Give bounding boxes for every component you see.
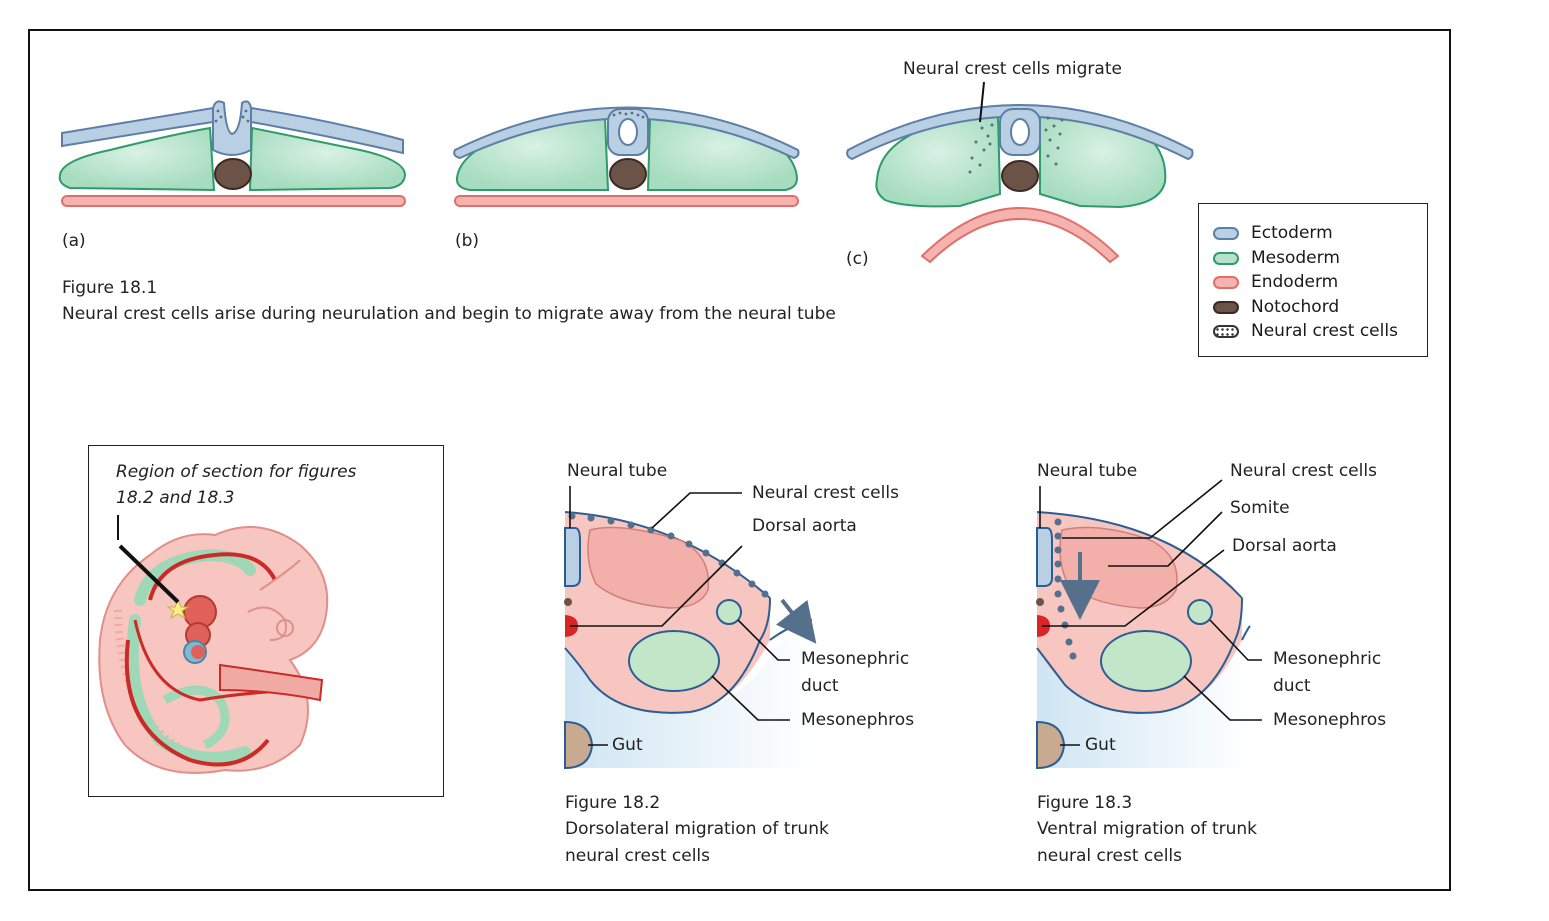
fig2-neural-crest-label: Neural crest cells xyxy=(752,483,899,503)
neural-tube-3 xyxy=(1036,527,1053,587)
mesoderm-swatch xyxy=(1213,251,1239,265)
legend-label: Notochord xyxy=(1251,297,1340,317)
aorta-vessel xyxy=(124,552,277,767)
fig3-mesonephric-label-2: duct xyxy=(1273,676,1311,696)
panel-b xyxy=(453,106,800,207)
ectoderm-swatch xyxy=(1213,226,1239,240)
figure-3-caption-2: neural crest cells xyxy=(1037,846,1182,866)
legend-label: Mesoderm xyxy=(1251,248,1340,268)
figure-1-title: Figure 18.1 xyxy=(62,278,158,298)
ectoderm-c xyxy=(846,104,1194,161)
fig2-mesonephric-label-1: Mesonephric xyxy=(801,649,910,669)
embryo-label-line1: Region of section for figures xyxy=(116,462,357,482)
migrate-label: Neural crest cells migrate xyxy=(903,59,1122,79)
mesonephric-duct-2 xyxy=(716,599,742,625)
section-pointer xyxy=(118,544,180,604)
notochord-c xyxy=(1001,160,1039,192)
legend: Ectoderm Mesoderm Endoderm Notochord Neu… xyxy=(1198,203,1428,357)
mesoderm-left-c xyxy=(875,114,1002,208)
migrating-neural-crest-cells xyxy=(968,116,1064,174)
legend-label: Endoderm xyxy=(1251,272,1339,292)
fluid-region-3 xyxy=(1037,626,1250,768)
figure-2-caption-1: Dorsolateral migration of trunk xyxy=(565,819,829,839)
fig3-somite-label: Somite xyxy=(1230,498,1290,518)
figure-frame xyxy=(28,29,1451,891)
fluid-region-2 xyxy=(565,620,812,768)
ectoderm-right-a xyxy=(250,106,404,155)
panel-label-b: (b) xyxy=(455,231,480,251)
figure-18-3-art xyxy=(1036,479,1262,770)
panel-label-a: (a) xyxy=(62,231,86,251)
mesonephric-duct-3 xyxy=(1187,599,1213,625)
legend-label: Ectoderm xyxy=(1251,223,1333,243)
figure-2-title: Figure 18.2 xyxy=(565,793,661,813)
fig2-neural-tube-label: Neural tube xyxy=(567,461,668,481)
endoderm-swatch xyxy=(1213,275,1239,289)
figure-2-caption-2: neural crest cells xyxy=(565,846,710,866)
mesonephros-2 xyxy=(628,630,720,692)
fig3-gut-label: Gut xyxy=(1085,735,1116,755)
neural-tube-2 xyxy=(564,527,581,587)
legend-item-mesoderm: Mesoderm xyxy=(1213,247,1340,269)
fig3-mesonephros-label: Mesonephros xyxy=(1273,710,1387,730)
mesoderm-left-a xyxy=(58,126,216,192)
legend-item-ectoderm: Ectoderm xyxy=(1213,222,1333,244)
embryo-illustration xyxy=(98,515,329,774)
fig2-gut-label: Gut xyxy=(612,735,643,755)
somite-2 xyxy=(587,526,710,609)
section-star xyxy=(166,598,190,620)
mesoderm-right-a xyxy=(248,126,407,192)
embryo-panel xyxy=(88,445,444,797)
legend-label: Neural crest cells xyxy=(1251,321,1398,341)
fig2-mesonephros-label: Mesonephros xyxy=(801,710,915,730)
figure-3-caption-1: Ventral migration of trunk xyxy=(1037,819,1258,839)
legend-item-notochord: Notochord xyxy=(1213,296,1339,318)
ectoderm-b xyxy=(453,106,800,160)
embryo-label-line2: 18.2 and 18.3 xyxy=(116,488,235,508)
endoderm-a xyxy=(61,195,406,207)
legend-item-endoderm: Endoderm xyxy=(1213,271,1338,293)
legend-item-neural-crest: Neural crest cells xyxy=(1213,320,1398,342)
notochord-swatch xyxy=(1213,300,1239,314)
mesonephros-3 xyxy=(1100,630,1192,692)
fig3-neural-crest-label: Neural crest cells xyxy=(1230,461,1377,481)
notochord-a xyxy=(214,158,252,190)
fig2-dorsal-aorta-label: Dorsal aorta xyxy=(752,516,857,536)
fig2-mesonephric-label-2: duct xyxy=(801,676,839,696)
endoderm-c xyxy=(920,207,1120,264)
figure-1-caption: Neural crest cells arise during neurulat… xyxy=(62,304,836,324)
endoderm-b xyxy=(454,195,799,207)
panel-label-c: (c) xyxy=(846,249,869,269)
figure-3-title: Figure 18.3 xyxy=(1037,793,1133,813)
panel-a xyxy=(58,100,407,207)
figure-18-2-art xyxy=(564,486,817,770)
neural-groove-a xyxy=(212,100,252,156)
notochord-b xyxy=(609,158,647,190)
fig3-dorsal-aorta-label: Dorsal aorta xyxy=(1232,536,1337,556)
fig3-mesonephric-label-1: Mesonephric xyxy=(1273,649,1382,669)
panel-c xyxy=(846,81,1194,264)
fig3-neural-tube-label: Neural tube xyxy=(1037,461,1138,481)
neural-crest-swatch xyxy=(1213,324,1239,338)
